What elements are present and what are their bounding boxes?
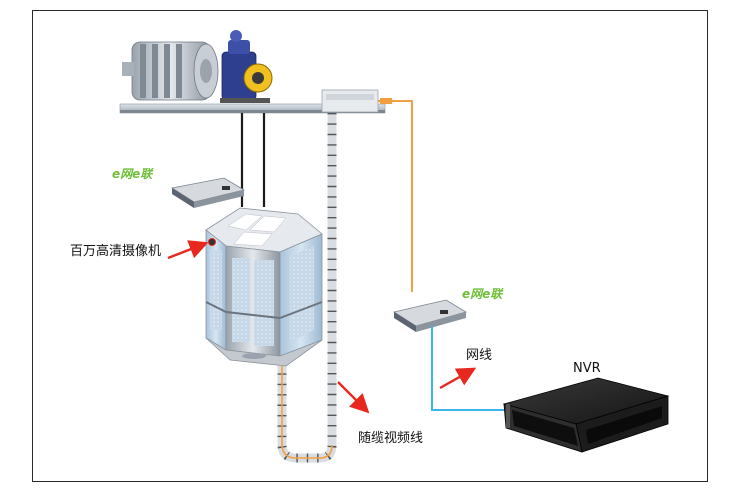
machine-beam <box>119 103 386 114</box>
network-device-top <box>170 177 246 208</box>
red-arrows <box>167 240 477 414</box>
blue-network-cable <box>431 326 506 411</box>
traveling-cable-arrow <box>337 381 370 414</box>
nvr-device <box>502 377 670 453</box>
network-device-right <box>392 299 468 332</box>
camera-arrow <box>167 240 209 260</box>
brand-logo-right: e网e联 <box>462 287 503 301</box>
network-cable-arrow <box>439 367 477 390</box>
orange-network-cable <box>378 98 413 292</box>
junction-box <box>321 89 379 113</box>
motor <box>122 41 219 101</box>
traveling-cable-label: 随缆视频线 <box>358 431 424 446</box>
traveling-cable <box>277 113 337 463</box>
traction-machine <box>220 30 273 103</box>
nvr-label: NVR <box>573 361 601 376</box>
elevator-car <box>205 207 323 367</box>
network-cable-label: 网线 <box>466 348 493 363</box>
hoist-ropes <box>240 113 266 207</box>
brand-logo-top: e网e联 <box>112 167 153 181</box>
camera-label: 百万高清摄像机 <box>70 244 162 259</box>
camera-icon <box>208 238 216 246</box>
